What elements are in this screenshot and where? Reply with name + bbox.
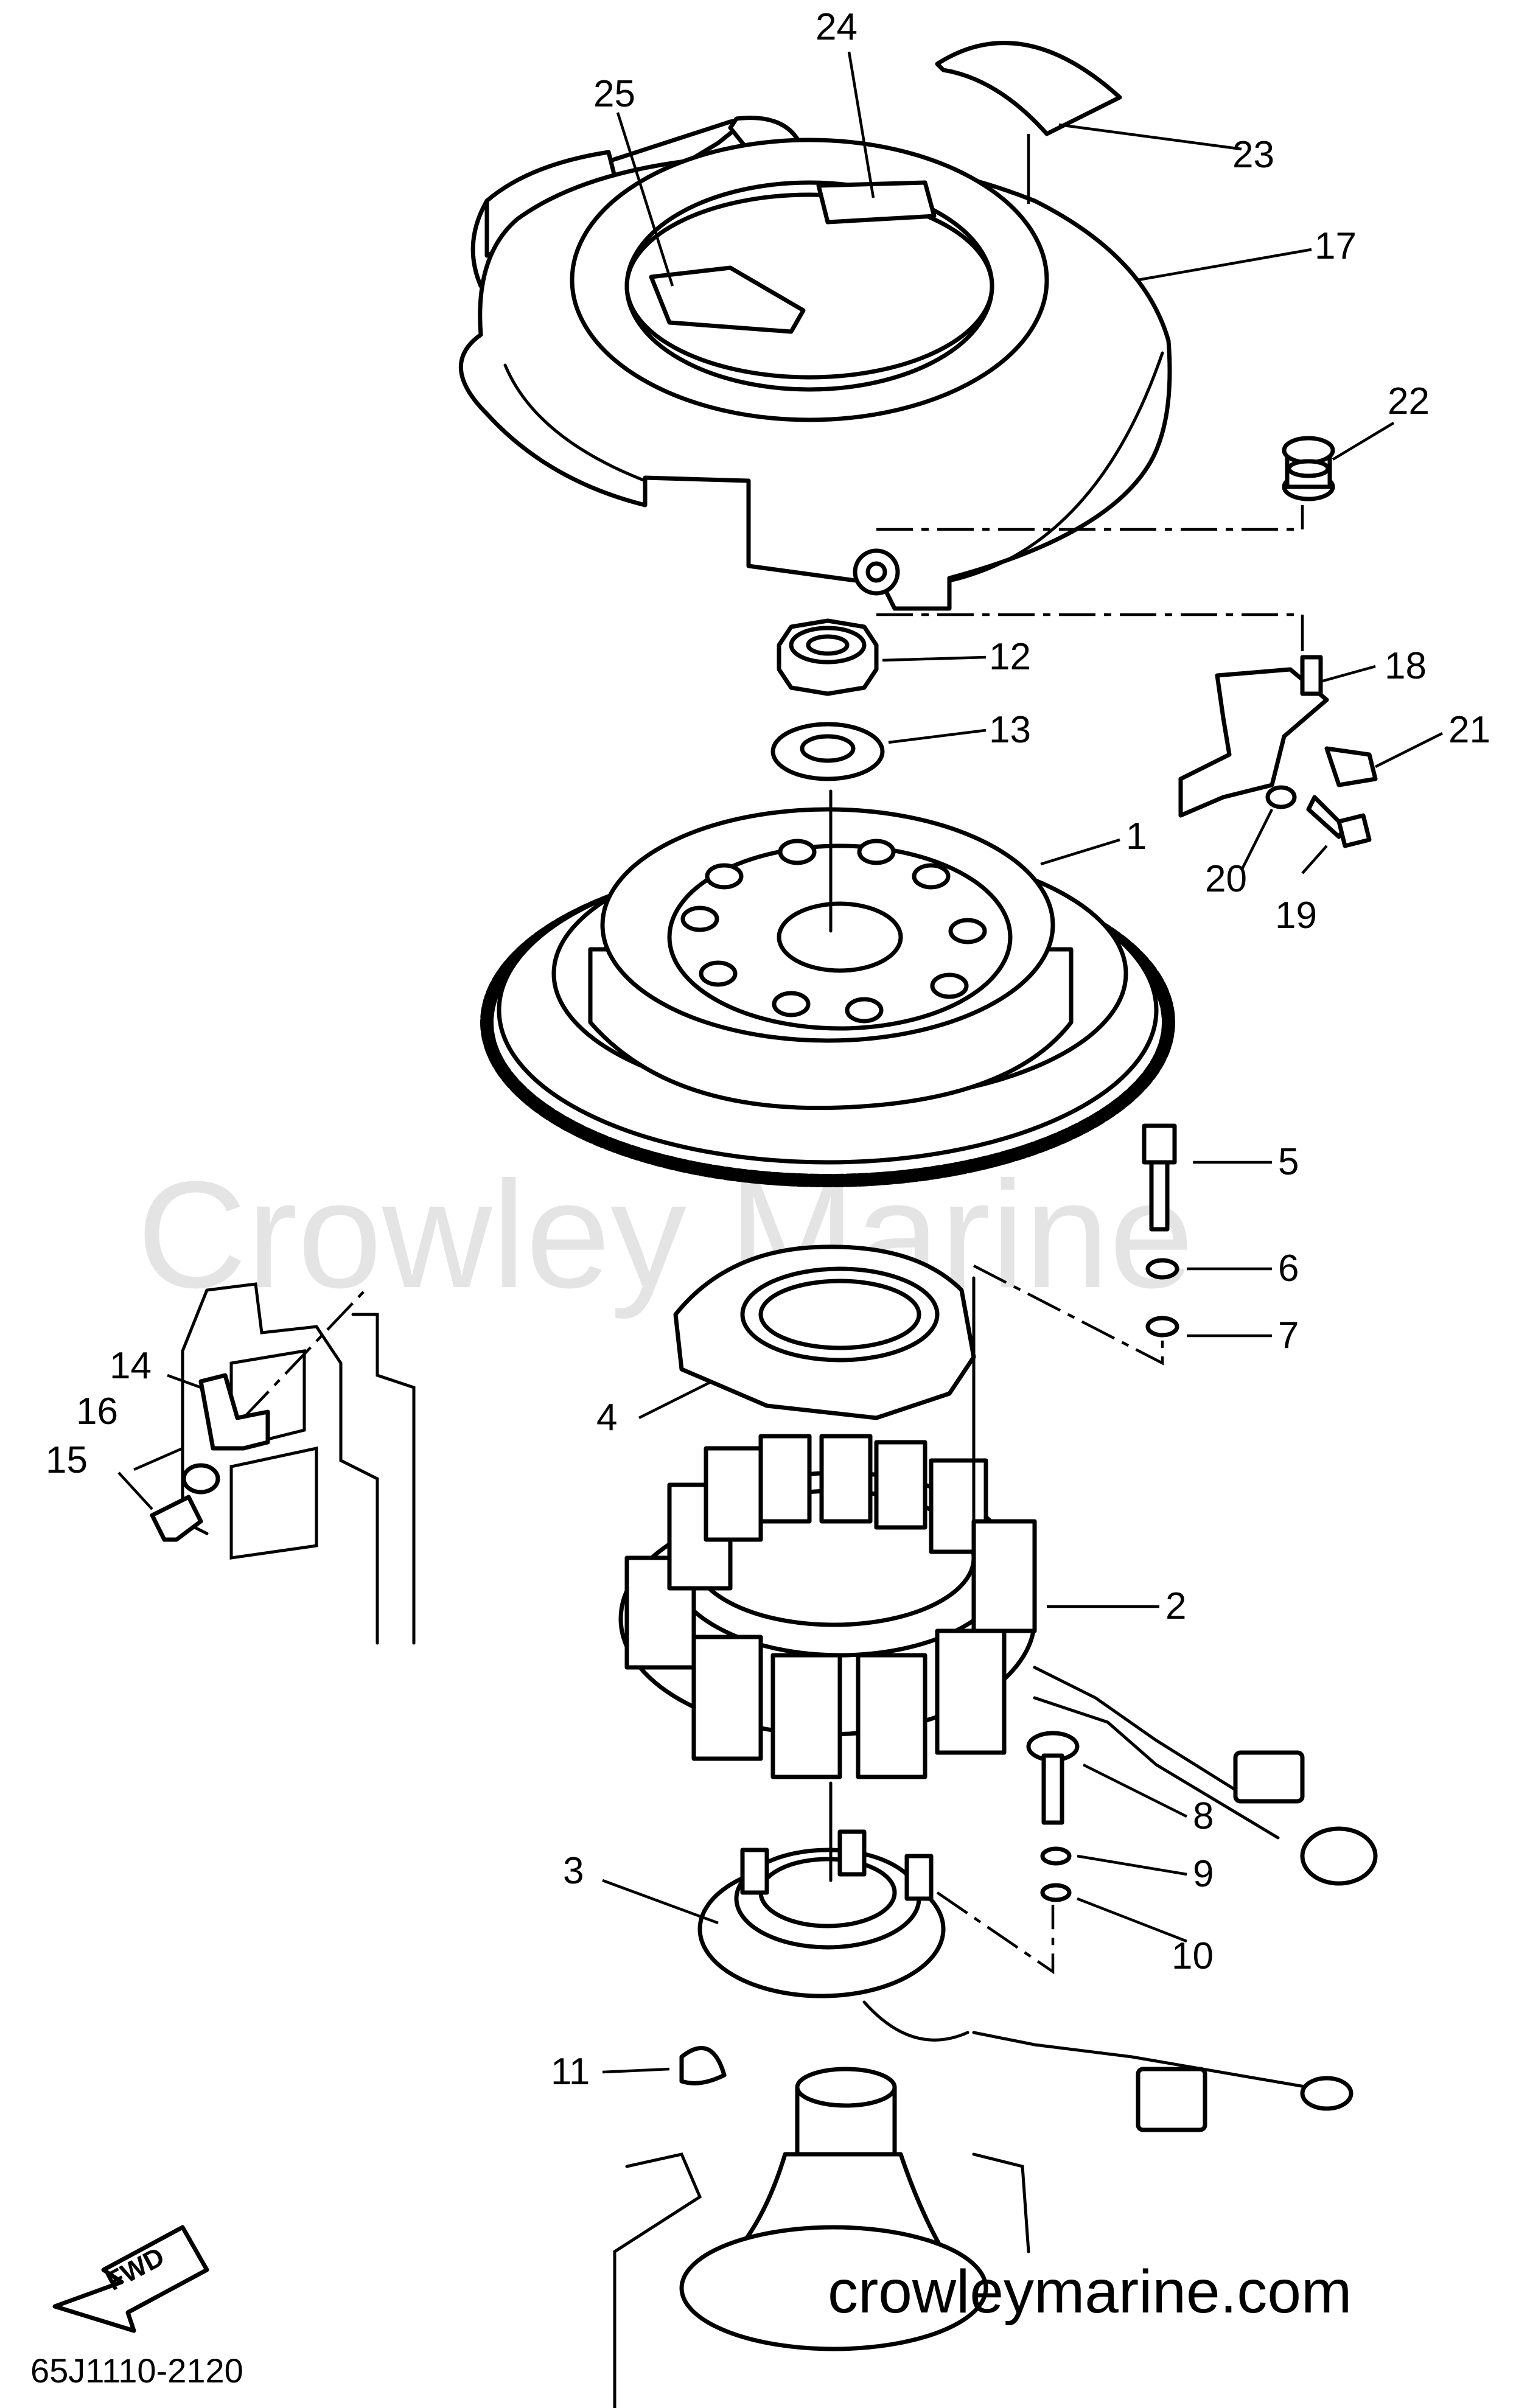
plate-assembly-line [973,1265,1164,1366]
callout-14: 14 [110,1345,152,1387]
callout-2: 2 [1165,1585,1186,1627]
callout-25: 25 [593,73,635,115]
callout-23: 23 [1232,134,1274,176]
bracket [1178,655,1378,818]
callout-9: 9 [1193,1853,1214,1895]
callout-21: 21 [1448,709,1490,751]
callout-22: 22 [1388,380,1430,422]
callout-16: 16 [76,1391,118,1433]
callout-19: 19 [1275,895,1317,937]
grommet [1282,436,1335,501]
woodruff-key [679,2045,727,2085]
callout-24: 24 [816,6,858,48]
pulser-washer [1040,1883,1072,1902]
decal-24 [816,180,937,225]
pulser-lock-washer [1040,1846,1072,1866]
pulser-screw [1026,1731,1080,1825]
callout-12: 12 [989,636,1031,678]
pulser-assembly-line [936,1891,1055,1975]
plate-bolt [1142,1123,1177,1232]
flywheel [480,807,1175,1187]
callout-7: 7 [1278,1314,1299,1356]
part-code: 65J1110-2120 [30,2351,243,2390]
stator-round-connector [1300,1826,1378,1886]
ring-terminal [1300,2076,1354,2111]
callout-13: 13 [989,709,1031,751]
callout-15: 15 [46,1439,88,1481]
callout-20: 20 [1205,858,1247,900]
bracket-bolt [1306,795,1372,848]
callout-17: 17 [1315,225,1357,267]
decal-25 [649,265,806,334]
flywheel-nut [777,618,879,696]
rectifier-washer [181,1463,220,1495]
decal-23 [935,41,1122,136]
forward-arrow-icon: FWD [52,2225,209,2333]
callout-11: 11 [551,2051,590,2093]
flywheel-cover [459,116,1172,611]
bracket-assembly-line [876,613,1304,663]
crankshaft-end [613,2067,1030,2408]
bracket-washer [1265,785,1297,809]
plate-lock-washer [1145,1258,1179,1280]
callout-1: 1 [1126,815,1147,857]
grommet-assembly-line [876,505,1304,531]
callout-18: 18 [1385,645,1427,687]
pulser-coil [697,1829,1354,2132]
callout-5: 5 [1278,1141,1299,1183]
callout-6: 6 [1278,1248,1299,1290]
plate-washer [1145,1316,1179,1338]
rectifier-bracket [150,1282,416,1645]
stator-connector [1233,1750,1305,1804]
watermark: Crowley Marine [137,1150,1194,1319]
callout-3: 3 [563,1850,584,1892]
callout-labels: 1 2 3 4 5 6 7 8 9 10 11 12 13 14 15 16 1… [46,6,1490,2093]
footer-url: crowleymarine.com [828,2258,1352,2326]
callout-8: 8 [1193,1795,1214,1837]
callout-10: 10 [1172,1935,1214,1977]
plate [673,1244,976,1420]
pulser-connector [1136,2067,1207,2132]
rectifier-bolt [150,1495,203,1542]
flywheel-washer [770,722,885,781]
leader-lines [117,51,1444,2074]
callout-4: 4 [596,1397,617,1439]
rectifier-assembly-line [242,1289,366,1419]
stator [618,1434,1378,1886]
